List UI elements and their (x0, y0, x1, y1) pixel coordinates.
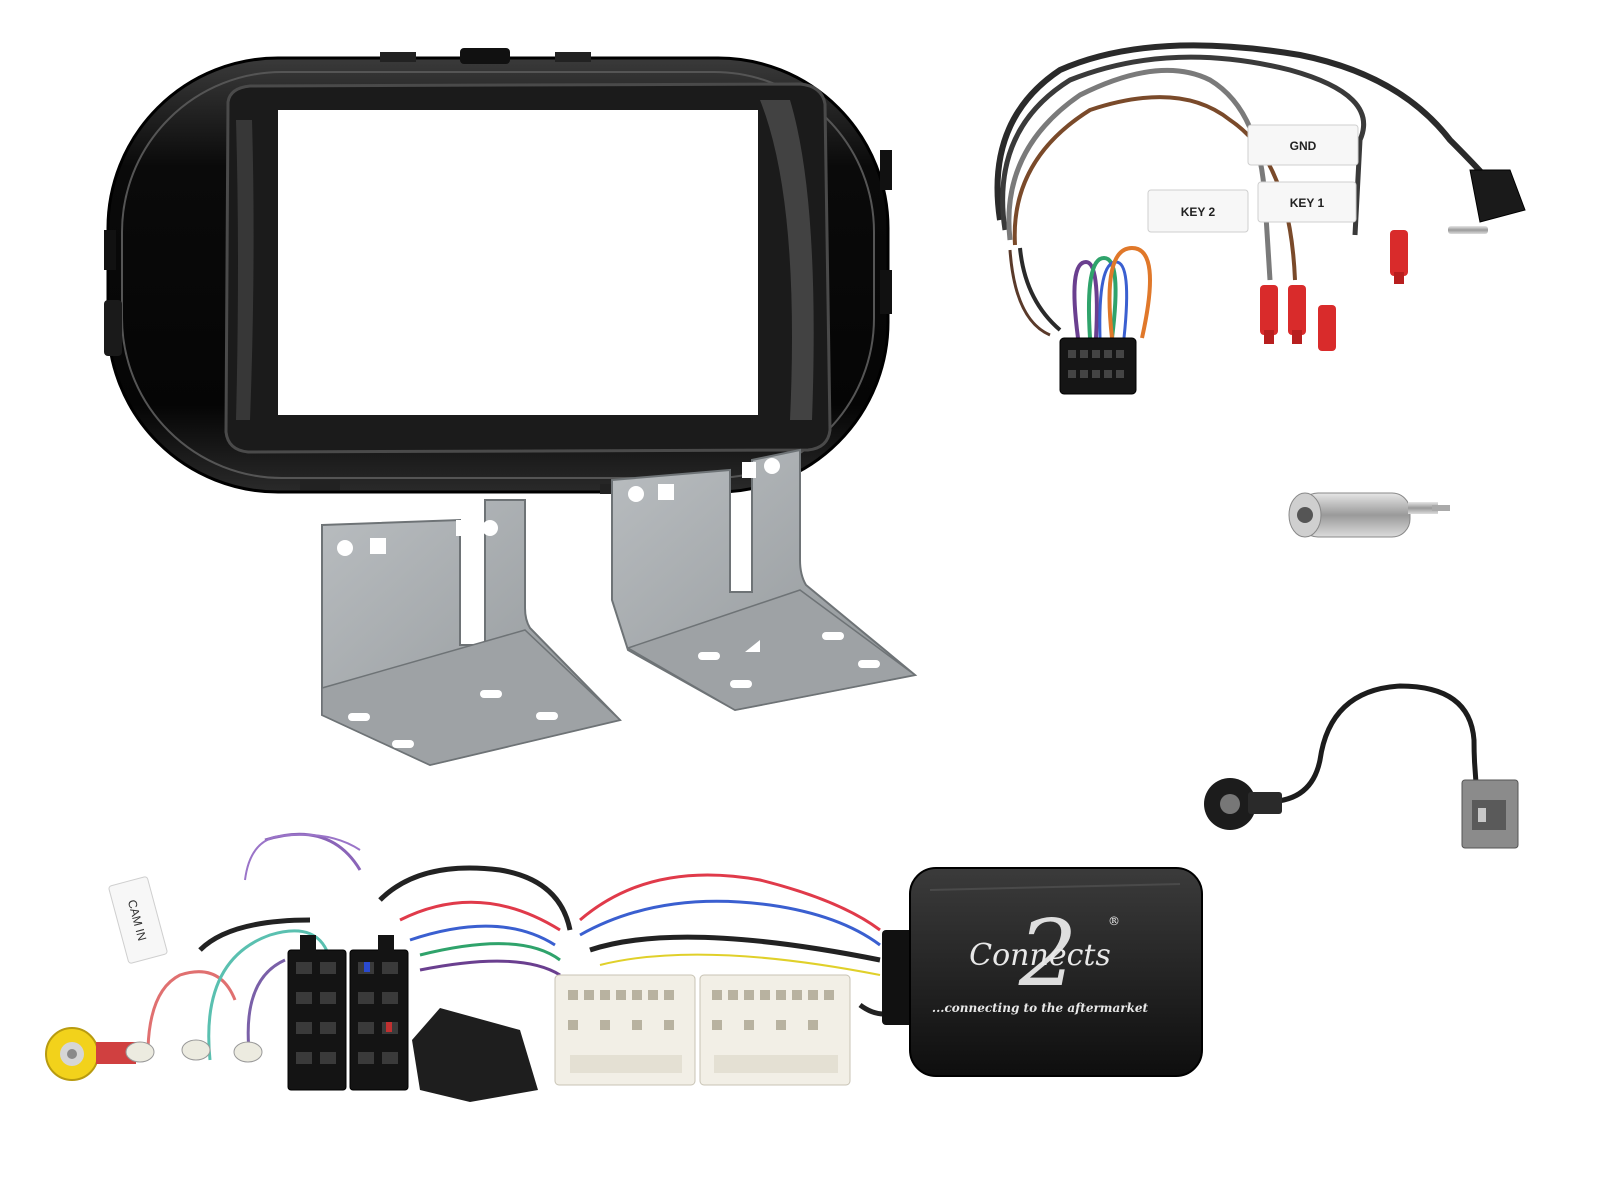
iso-power-connector (287, 935, 347, 1091)
fascia-panel (104, 48, 892, 494)
gnd-tag: GND (1247, 124, 1359, 166)
key1-red-connector (1288, 285, 1336, 351)
key1-label: KEY 1 (1290, 196, 1325, 210)
wire-green (1086, 255, 1118, 339)
antenna-adapter (1288, 492, 1450, 538)
antenna-lead (1204, 683, 1519, 849)
iso-speaker-connector (349, 935, 409, 1091)
multi-pin-plug (1059, 337, 1137, 395)
adhesive-pad (412, 1008, 538, 1102)
rca-camera-connector (45, 1027, 136, 1081)
vehicle-connector-right (699, 974, 851, 1086)
fascia-screen-opening (278, 110, 758, 415)
svg-text:2: 2 (1018, 900, 1078, 1007)
wire-orange (1107, 245, 1152, 339)
key1-tag: KEY 1 (1257, 181, 1357, 223)
cam-in-tag: CAM IN (108, 876, 168, 964)
gnd-label: GND (1290, 139, 1317, 153)
vehicle-connector-left (554, 974, 696, 1086)
bullet-connectors (125, 1039, 263, 1063)
key2-tag: KEY 2 (1147, 189, 1249, 233)
jack-plug-3-5mm (1448, 169, 1526, 234)
steering-patch-lead: GND KEY 1 KEY 2 (994, 42, 1526, 395)
svg-text:...connecting to the aftermark: ...connecting to the aftermarket (932, 1001, 1149, 1015)
din-antenna-connector (1204, 778, 1282, 830)
svg-text:Connects: Connects (969, 938, 1111, 973)
steering-interface-box: 2 Connects ® ...connecting to the afterm… (882, 867, 1203, 1077)
gnd-red-connector (1390, 230, 1408, 284)
wire-purple (1072, 259, 1099, 339)
mounting-bracket-right (611, 448, 918, 712)
gt13-antenna-connector (1461, 779, 1519, 849)
svg-text:®: ® (1108, 914, 1120, 928)
wiring-harness: CAM IN (45, 832, 1203, 1102)
connects2-logo: 2 Connects ® ...connecting to the afterm… (932, 900, 1149, 1015)
key2-label: KEY 2 (1181, 205, 1216, 219)
mounting-bracket-left (321, 499, 622, 767)
key2-red-connector (1260, 285, 1278, 344)
